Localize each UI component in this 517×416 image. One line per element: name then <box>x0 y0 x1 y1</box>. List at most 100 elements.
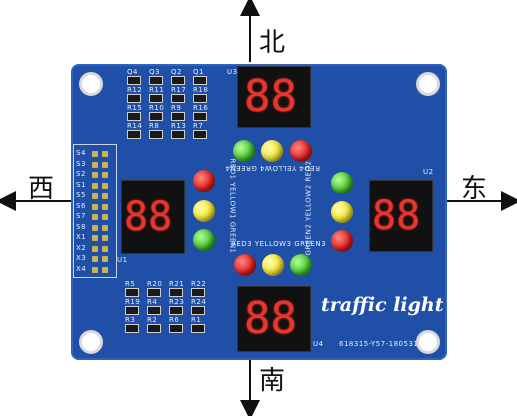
smd-component <box>149 94 163 103</box>
smd-component <box>125 306 139 315</box>
south-strip-label: RED3 YELLOW3 GREEN3 <box>231 240 327 248</box>
component-label: R6 <box>169 316 180 324</box>
south-green-led <box>290 254 312 276</box>
smd-component <box>193 94 207 103</box>
component-label: R19 <box>125 298 141 306</box>
component-label: R24 <box>191 298 207 306</box>
west-seven-segment-display: 88 <box>121 180 185 254</box>
smd-component <box>193 76 207 85</box>
west-green-led <box>193 229 215 251</box>
header-pin <box>92 203 98 210</box>
header-pin <box>102 203 108 210</box>
pin-label: S7 <box>76 212 86 220</box>
east-label: 东 <box>461 174 488 204</box>
component-label: R10 <box>149 104 165 112</box>
header-pin <box>92 256 98 262</box>
south-digits: 88 <box>244 293 297 344</box>
header-pin <box>92 172 98 178</box>
component-label: Q4 <box>127 68 138 76</box>
component-label: R23 <box>169 298 185 306</box>
smd-component <box>147 288 161 297</box>
north-seven-segment-display: 88 <box>237 66 311 128</box>
smd-component <box>171 94 185 103</box>
smd-component <box>171 112 185 121</box>
east-seven-segment-display: 88 <box>369 180 433 252</box>
header-pin <box>92 161 98 168</box>
west-label: 西 <box>28 174 55 204</box>
label-u1: U1 <box>117 256 128 264</box>
brand-label: traffic light <box>321 294 444 316</box>
header-pin <box>92 235 98 241</box>
label-u4: U4 <box>313 340 324 348</box>
header-pin <box>92 193 98 199</box>
mount-hole-top-right <box>416 72 440 96</box>
smd-component <box>191 306 205 315</box>
component-label: R16 <box>193 104 209 112</box>
smd-component <box>193 112 207 121</box>
pin-label: S3 <box>76 159 86 168</box>
header-pin <box>102 151 108 157</box>
component-label: Q3 <box>149 68 160 76</box>
smd-component <box>127 94 141 103</box>
north-red-led <box>290 140 312 162</box>
smd-component <box>191 288 205 297</box>
smd-component <box>193 130 207 139</box>
west-yellow-led <box>193 200 215 222</box>
header-pin <box>92 214 98 220</box>
south-yellow-led <box>262 254 284 276</box>
header-pin <box>102 161 108 168</box>
header-pin <box>102 224 108 231</box>
smd-component <box>125 324 139 333</box>
pin-label: X1 <box>76 233 87 241</box>
component-label: R8 <box>149 122 160 130</box>
smd-component <box>171 76 185 85</box>
pin-label: S4 <box>76 149 86 157</box>
component-label: R15 <box>127 104 143 112</box>
pin-label: S8 <box>76 222 86 231</box>
pin-label: X3 <box>76 254 87 262</box>
north-digits: 88 <box>244 71 297 122</box>
header-pin <box>102 182 108 189</box>
east-green-led <box>331 172 353 194</box>
component-label: R2 <box>147 316 158 324</box>
header-pin <box>102 266 108 273</box>
smd-component <box>147 306 161 315</box>
header-pin <box>102 193 108 199</box>
smd-component <box>127 76 141 85</box>
pin-label: X2 <box>76 243 87 252</box>
smd-component <box>169 288 183 297</box>
smd-component <box>149 112 163 121</box>
header-pin <box>92 266 98 273</box>
serial-number: 618315-Y57-180531 <box>339 340 419 348</box>
pin-label: S5 <box>76 191 86 199</box>
header-pin <box>102 256 108 262</box>
component-label: Q2 <box>171 68 182 76</box>
north-green-led <box>233 140 255 162</box>
smd-component <box>149 76 163 85</box>
header-pin <box>102 172 108 178</box>
header-pin <box>92 224 98 231</box>
west-digits: 88 <box>124 194 173 240</box>
north-label: 北 <box>259 28 286 58</box>
east-yellow-led <box>331 201 353 223</box>
west-red-led <box>193 170 215 192</box>
smd-component <box>149 130 163 139</box>
component-label: R3 <box>125 316 136 324</box>
pin-label: S1 <box>76 180 86 189</box>
east-digits: 88 <box>372 193 421 239</box>
component-label: R14 <box>127 122 143 130</box>
mount-hole-top-left <box>79 72 103 96</box>
north-yellow-led <box>261 140 283 162</box>
component-label: R22 <box>191 280 207 288</box>
mount-hole-bottom-right <box>416 330 440 354</box>
component-label: R17 <box>171 86 187 94</box>
component-label: R21 <box>169 280 185 288</box>
smd-component <box>171 130 185 139</box>
pin-label: S2 <box>76 170 86 178</box>
component-label: R5 <box>125 280 136 288</box>
label-u2: U2 <box>423 168 434 176</box>
smd-component <box>169 306 183 315</box>
